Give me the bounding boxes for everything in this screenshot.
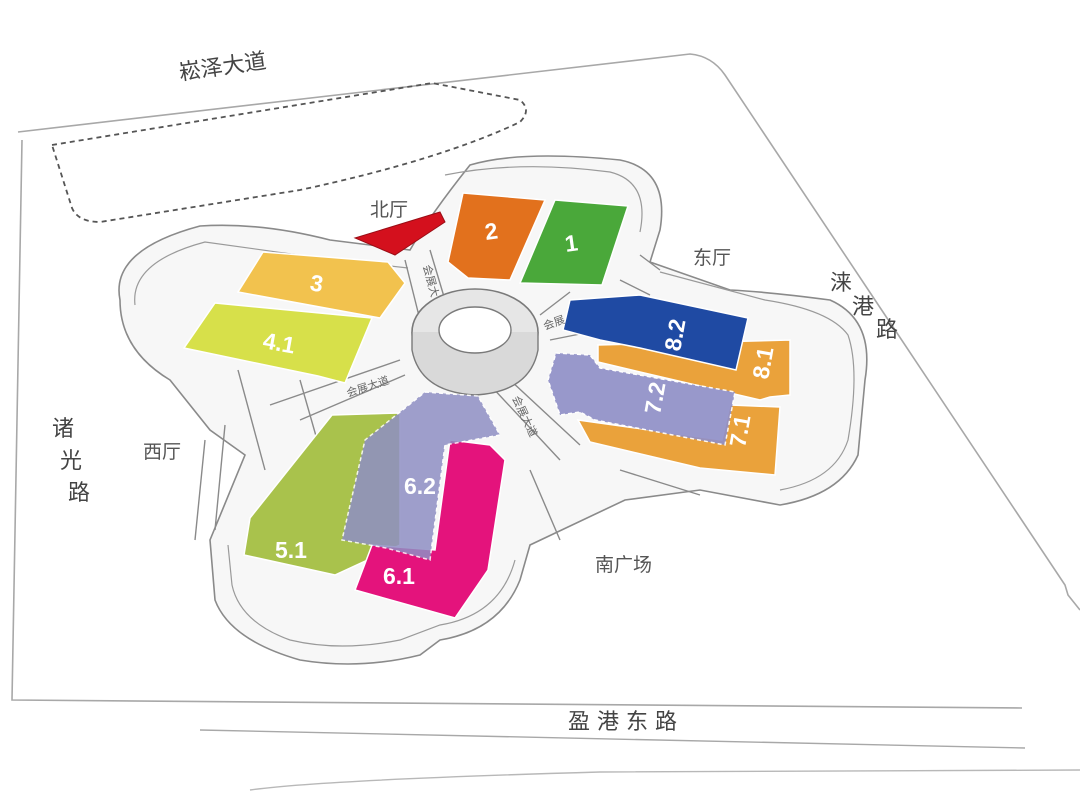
road-south: 盈 港 东 路	[568, 710, 677, 735]
north-hall-shape	[353, 211, 446, 256]
hall-label-1: 1	[563, 229, 579, 257]
road-east-1: 涞	[830, 271, 852, 296]
hall-8-1[interactable]	[597, 339, 791, 401]
south-road-curve	[249, 769, 1080, 791]
building-inner-edge	[134, 166, 855, 647]
hall-label-3: 3	[308, 269, 325, 297]
label-south-plaza: 南广场	[595, 554, 652, 576]
label-north-hall: 北厅	[370, 199, 408, 221]
halls	[182, 192, 791, 619]
label-east-hall: 东厅	[693, 247, 731, 269]
road-west-1: 诸	[52, 417, 74, 442]
hall-label-2: 2	[483, 217, 499, 245]
hall-2[interactable]	[447, 192, 547, 281]
hall-label-4-1: 4.1	[261, 327, 297, 358]
hall-1[interactable]	[518, 199, 630, 286]
dashed-lot	[50, 82, 527, 223]
site-boundary	[11, 53, 1080, 709]
hall-3[interactable]	[236, 251, 406, 319]
hall-label-7-2: 7.2	[639, 380, 670, 416]
hall-6-2[interactable]	[341, 391, 502, 561]
road-west-2: 光	[60, 449, 82, 474]
label-west-hall: 西厅	[143, 441, 181, 463]
central-ring-side	[411, 332, 539, 396]
hall-8-2[interactable]	[562, 294, 749, 371]
hall-label-8-2: 8.2	[659, 317, 690, 353]
hall-label-5-1: 5.1	[275, 537, 307, 563]
road-east-2: 港	[852, 295, 874, 320]
hall-label-7-1: 7.1	[724, 413, 755, 449]
road-west-3: 路	[68, 481, 90, 506]
hall-label-6-2: 6.2	[404, 473, 436, 499]
hall-4-1[interactable]	[182, 302, 374, 384]
central-ring-inner	[438, 306, 512, 354]
hall-7-2[interactable]	[547, 352, 736, 446]
hall-label-6-1: 6.1	[383, 563, 415, 589]
hall-label-8-1: 8.1	[747, 345, 778, 381]
hall-6-1[interactable]	[354, 439, 506, 619]
road-north: 崧泽大道	[177, 49, 268, 86]
south-road-edge	[199, 729, 1026, 749]
road-east-3: 路	[876, 318, 898, 343]
